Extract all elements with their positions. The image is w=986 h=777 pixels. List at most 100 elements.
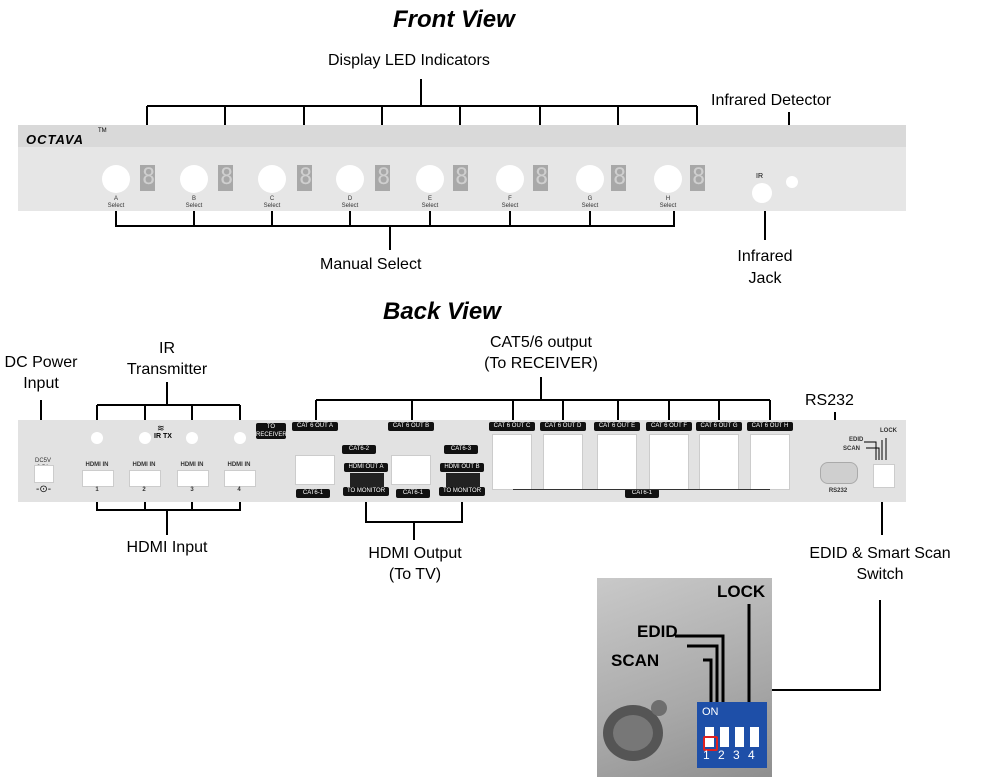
callout-infrared-detector: Infrared Detector	[711, 92, 832, 109]
callout-ir-transmitter-1: IR	[159, 340, 175, 357]
inset-on-label: ON	[702, 706, 719, 718]
select-button-b[interactable]	[180, 165, 208, 193]
select-letter: H	[665, 196, 671, 202]
hdmi-out-a-tag: HDMI OUT A	[344, 463, 388, 472]
callout-infrared-jack-1: Infrared	[737, 248, 793, 265]
hdmi-in-number-1: 1	[95, 487, 99, 493]
to-receiver-text-1: TO	[266, 424, 276, 430]
cat6-2-tag: CAT6-2	[342, 445, 376, 454]
select-button-d[interactable]	[336, 165, 364, 193]
hdmi-out-b-tag: HDMI OUT B	[440, 463, 484, 472]
cat-out-port-1	[391, 455, 431, 485]
sw-scan-label: SCAN	[843, 446, 861, 452]
cat6-1-tag-b: CAT6-1	[396, 489, 430, 498]
dip-lever-3	[735, 727, 744, 747]
callout-hdmi-input: HDMI Input	[126, 539, 208, 556]
callout-display-led: Display LED Indicators	[328, 52, 490, 69]
select-letter: G	[587, 196, 593, 202]
hdmi-in-port-2	[129, 470, 161, 487]
inset-num-4: 4	[748, 748, 755, 762]
select-letter: A	[113, 196, 118, 202]
infrared-detector	[786, 176, 798, 188]
callout-cat-output-2: (To RECEIVER)	[484, 355, 598, 372]
select-word: Select	[421, 202, 439, 209]
cat-out-port-2	[492, 434, 532, 490]
hdmi-in-label-3: HDMI IN	[180, 462, 204, 468]
led-indicator-e	[453, 165, 468, 191]
octava-logo: OCTAVA	[26, 132, 84, 147]
sw-lock-label: LOCK	[880, 428, 897, 434]
ir-transmitter-2	[139, 432, 151, 444]
cat-out-tag-6: CAT 6 OUT G	[696, 422, 742, 431]
dip-lever-2	[720, 727, 729, 747]
sw-edid-label: EDID	[849, 437, 864, 443]
inset-scan-label: SCAN	[611, 651, 660, 670]
select-letter: F	[508, 196, 512, 202]
inset-lock-label: LOCK	[717, 582, 766, 601]
led-indicator-d	[375, 165, 390, 191]
callout-hdmi-output-2: (To TV)	[388, 566, 442, 583]
to-monitor-a-tag: TO MONITOR	[343, 487, 389, 496]
select-button-g[interactable]	[576, 165, 604, 193]
select-button-c[interactable]	[258, 165, 286, 193]
cat-out-tag-2: CAT 6 OUT C	[489, 422, 535, 431]
select-button-h[interactable]	[654, 165, 682, 193]
to-receiver-tag: TO RECEIVER	[256, 423, 286, 439]
select-button-a[interactable]	[102, 165, 130, 193]
front-panel: OCTAVA TM	[18, 125, 906, 211]
callout-cat-output-1: CAT5/6 output	[490, 334, 592, 351]
logo-trademark: TM	[98, 128, 107, 134]
hdmi-in-port-4	[224, 470, 256, 487]
hdmi-out-b-port	[446, 473, 480, 488]
hdmi-in-number-4: 4	[237, 487, 241, 493]
hdmi-out-a-port	[350, 473, 384, 488]
hdmi-in-number-3: 3	[190, 487, 194, 493]
select-word: Select	[107, 202, 125, 209]
hdmi-in-label-1: HDMI IN	[85, 462, 109, 468]
polarity-icon: -⊙-	[36, 484, 52, 495]
hdmi-in-port-1	[82, 470, 114, 487]
to-receiver-text-2: RECEIVER	[256, 432, 286, 438]
ir-transmitter-3	[186, 432, 198, 444]
callout-dc-power-2: Input	[23, 375, 59, 392]
front-view-title: Front View	[393, 6, 515, 33]
cat-out-tag-0: CAT 6 OUT A	[292, 422, 338, 431]
ir-tx-label: IR TX	[154, 433, 172, 440]
select-letter: C	[269, 196, 275, 202]
select-button-f[interactable]	[496, 165, 524, 193]
dip-lever-4	[750, 727, 759, 747]
cat-out-port-3	[543, 434, 583, 490]
cat-out-tag-3: CAT 6 OUT D	[540, 422, 586, 431]
callout-edid-switch-1: EDID & Smart Scan	[809, 545, 951, 562]
callout-edid-switch-2: Switch	[856, 566, 904, 583]
inset-dip-switch: ON 1 2 3 4	[697, 702, 767, 768]
dip-switch	[873, 464, 895, 488]
select-button-e[interactable]	[416, 165, 444, 193]
infrared-jack	[752, 183, 772, 203]
cat-out-tag-4: CAT 6 OUT E	[594, 422, 640, 431]
callout-rs232: RS232	[805, 392, 854, 409]
select-word: Select	[185, 202, 203, 209]
inset-edid-label: EDID	[637, 622, 678, 641]
callout-infrared-jack-2: Jack	[748, 270, 782, 287]
inset-num-3: 3	[733, 748, 740, 762]
select-letter: D	[347, 196, 353, 202]
back-view-title: Back View	[383, 298, 501, 325]
inset-num-2: 2	[718, 748, 725, 762]
callout-ir-transmitter-2: Transmitter	[126, 361, 208, 378]
ir-transmitter-1	[91, 432, 103, 444]
select-word: Select	[341, 202, 359, 209]
cat-out-port-0	[295, 455, 335, 485]
dip-lever-1-highlight	[703, 736, 718, 751]
led-indicator-h	[690, 165, 705, 191]
hdmi-in-label-2: HDMI IN	[132, 462, 156, 468]
select-word: Select	[659, 202, 677, 209]
